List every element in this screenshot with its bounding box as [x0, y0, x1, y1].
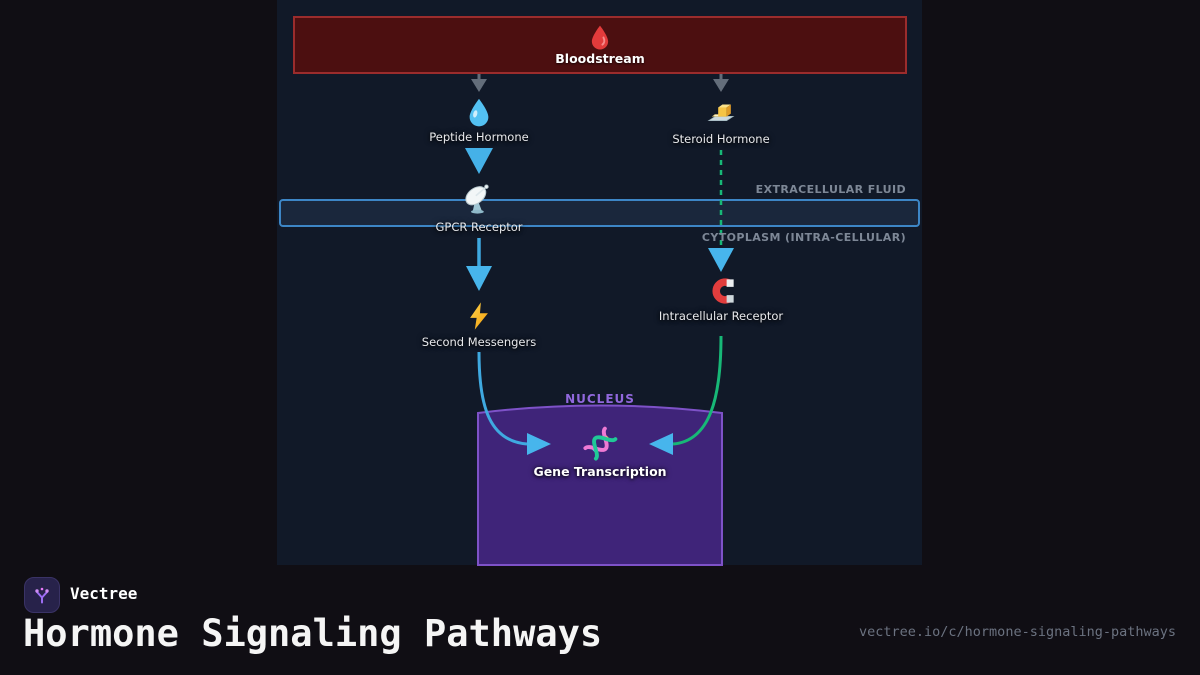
vectree-branch-icon [31, 584, 53, 606]
node-second-messengers: Second Messengers [399, 300, 559, 349]
cell-membrane-band [279, 199, 920, 227]
intracellular-to-nucleus-curve [649, 335, 723, 455]
dna-icon [583, 426, 618, 461]
peptide-to-gpcr-arrow [465, 148, 493, 174]
node-gpcr-receptor: GPCR Receptor [409, 183, 549, 234]
magnet-icon [706, 276, 736, 306]
water-drop-icon [464, 97, 494, 127]
node-gene-transcription: Gene Transcription [520, 426, 680, 479]
node-label: Gene Transcription [533, 464, 667, 479]
page-title: Hormone Signaling Pathways [23, 612, 603, 655]
lightning-icon [464, 300, 494, 332]
brand-name: Vectree [70, 584, 138, 603]
node-label: Steroid Hormone [672, 132, 770, 146]
blood-drop-icon [587, 24, 613, 50]
bloodstream-label: Bloodstream [555, 51, 645, 66]
bloodstream-to-peptide-arrow [471, 72, 487, 92]
share-url: vectree.io/c/hormone-signaling-pathways [859, 624, 1176, 640]
gpcr-to-messengers-arrow [466, 238, 492, 291]
nucleus-label: NUCLEUS [565, 392, 635, 406]
node-label: Second Messengers [421, 335, 537, 349]
steroid-to-intracellular-arrow [708, 150, 734, 272]
messengers-to-nucleus-curve [477, 351, 551, 455]
node-peptide-hormone: Peptide Hormone [409, 97, 549, 144]
node-intracellular-receptor: Intracellular Receptor [641, 276, 801, 323]
satellite-dish-icon [462, 183, 496, 217]
node-label: Peptide Hormone [429, 130, 529, 144]
node-label: GPCR Receptor [435, 220, 523, 234]
cytoplasm-label: CYTOPLASM (INTRA-CELLULAR) [701, 231, 906, 244]
vectree-logo [24, 577, 60, 613]
butter-icon [705, 99, 737, 129]
bloodstream-to-steroid-arrow [713, 72, 729, 92]
bloodstream-box: Bloodstream [293, 16, 907, 74]
diagram-panel: Bloodstream EXTRACELLULAR FLUID CYTOPLAS… [277, 0, 922, 566]
extracellular-fluid-label: EXTRACELLULAR FLUID [755, 183, 906, 196]
node-label: Intracellular Receptor [658, 309, 784, 323]
diagram-connectors [279, 72, 920, 566]
node-steroid-hormone: Steroid Hormone [651, 99, 791, 146]
